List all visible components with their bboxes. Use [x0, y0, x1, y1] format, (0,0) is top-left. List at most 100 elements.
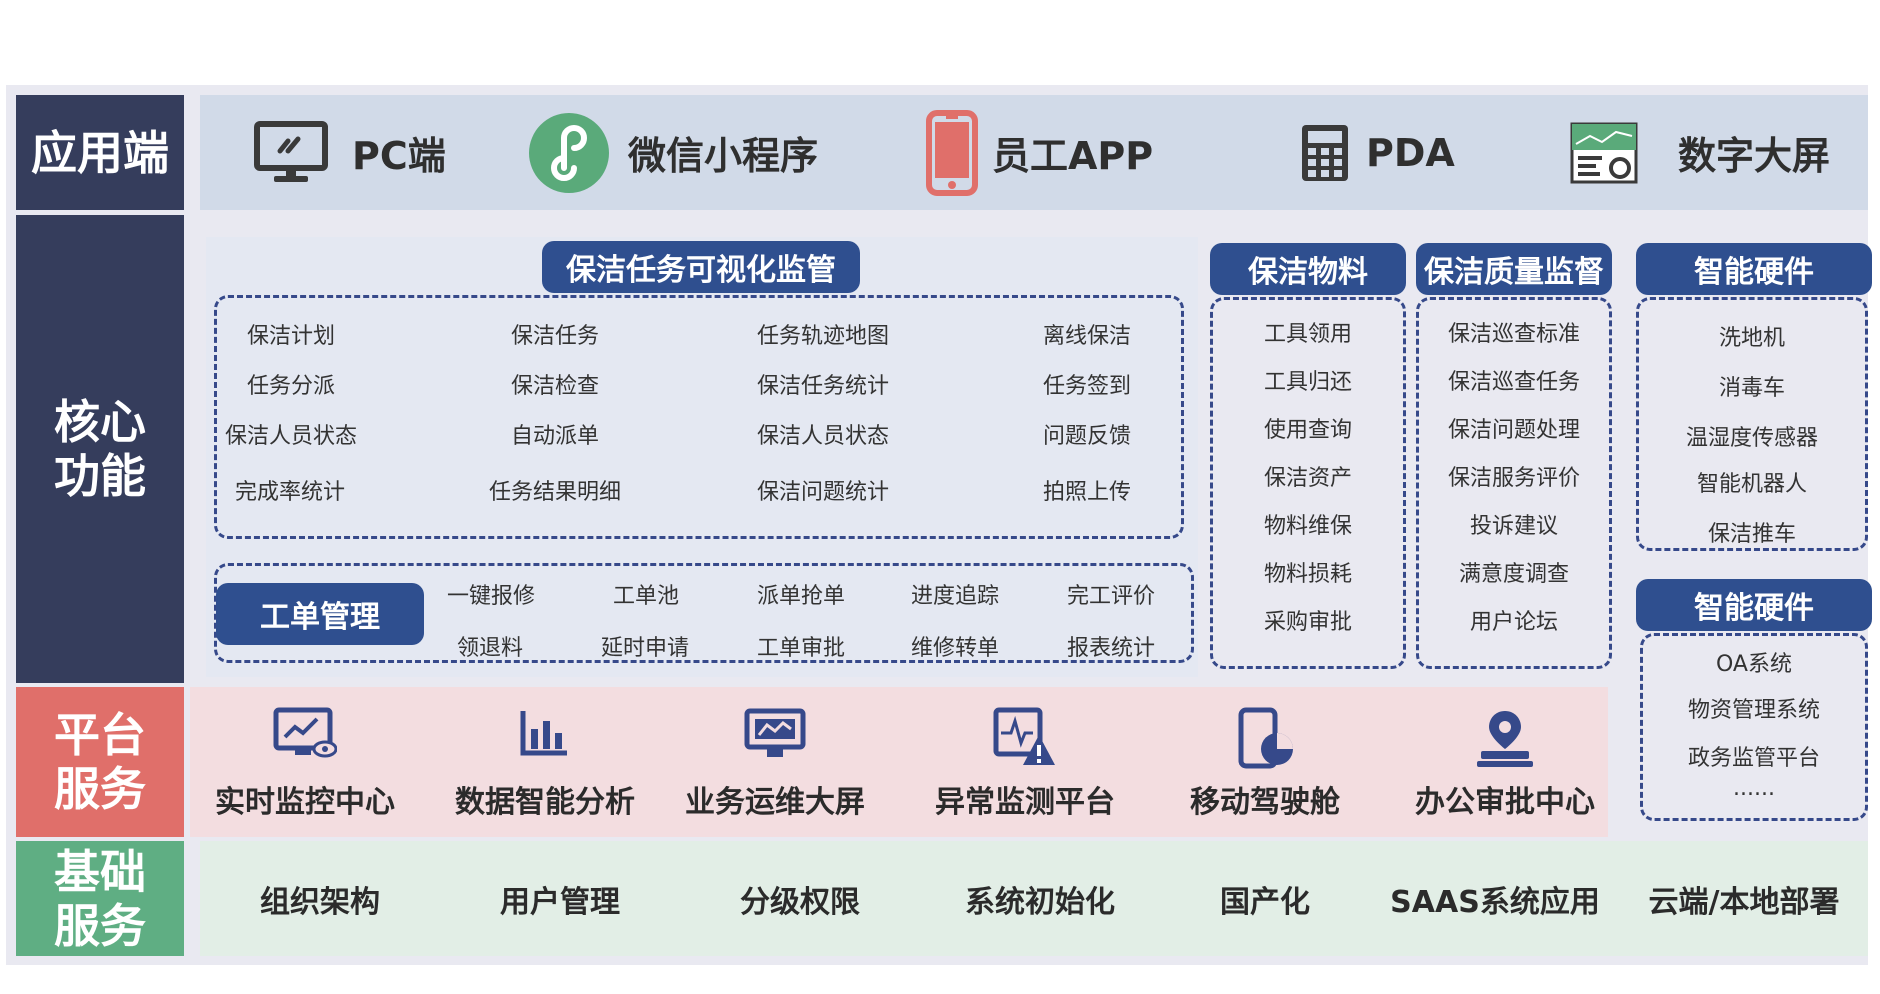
list-item: OA系统: [1716, 652, 1792, 677]
work-order-title-text: 工单管理: [260, 600, 380, 635]
grid-item: 任务签到: [1043, 374, 1132, 399]
bar-chart-icon: [520, 711, 567, 756]
work-order-title: 工单管理: [216, 583, 424, 645]
grid-item: 一键报修: [447, 584, 536, 609]
list-item: ......: [1733, 776, 1775, 801]
sidebar-basic-services: 基础 服务: [16, 841, 184, 956]
platform-item-label: 异常监测平台: [935, 785, 1115, 820]
materials-title: 保洁物料: [1210, 243, 1406, 295]
sidebar-basic-label-2: 服务: [54, 898, 146, 953]
list-item: 物资管理系统: [1687, 698, 1820, 723]
grid-item: 报表统计: [1067, 636, 1156, 661]
grid-item: 拍照上传: [1043, 480, 1132, 505]
list-item: 采购审批: [1263, 610, 1352, 635]
quality-box: 保洁巡查标准 保洁巡查任务 保洁问题处理 保洁服务评价 投诉建议 满意度调查 用…: [1416, 297, 1612, 669]
endpoint-label: 微信小程序: [628, 134, 819, 178]
grid-item: 问题反馈: [1043, 424, 1132, 449]
endpoint-digital-screen: 数字大屏: [1570, 95, 1830, 210]
grid-item: 保洁任务: [511, 324, 600, 349]
list-item: 保洁资产: [1263, 466, 1352, 491]
endpoint-wechat-miniprogram: 微信小程序: [528, 95, 818, 210]
warning-monitor-icon: [993, 707, 1055, 765]
grid-item: 任务结果明细: [489, 480, 622, 505]
list-item: 洗地机: [1718, 326, 1785, 351]
mobile-pie-icon: [1238, 707, 1293, 769]
endpoint-staff-app: 员工APP: [926, 95, 1153, 210]
dashboard-screen-icon: [1570, 122, 1638, 183]
list-item: 保洁问题处理: [1447, 418, 1580, 443]
location-stamp-icon: [1477, 711, 1533, 767]
grid-item: 进度追踪: [911, 584, 1000, 609]
platform-services-row: 实时监控中心 数据智能分析 业务运维大屏: [190, 687, 1608, 837]
platform-item-label: 数据智能分析: [455, 785, 635, 820]
work-order-box: 一键报修 工单池 派单抢单 进度追踪 完工评价 领退料 延时申请 工单审批 维修…: [214, 563, 1194, 663]
grid-item: 工单审批: [757, 636, 846, 661]
list-item: 保洁巡查标准: [1447, 322, 1580, 347]
visual-monitor-title-text: 保洁任务可视化监管: [566, 253, 836, 288]
sidebar-basic-label-1: 基础: [54, 844, 146, 899]
basic-item: SAAS系统应用: [1390, 884, 1600, 920]
platform-item-realtime-monitor: 实时监控中心: [190, 687, 420, 837]
sidebar-app-end: 应用端: [16, 95, 184, 210]
architecture-diagram: 应用端 核心 功能 平台 服务 基础 服务 PC端 微信小程序: [6, 85, 1872, 965]
endpoint-label: 员工APP: [992, 134, 1154, 178]
list-item: 用户论坛: [1469, 610, 1558, 635]
grid-item: 任务分派: [247, 374, 336, 399]
monitor-chart-icon: [273, 707, 337, 758]
grid-item: 工单池: [613, 584, 680, 609]
platform-item-label: 业务运维大屏: [685, 785, 865, 820]
list-item: 工具归还: [1263, 370, 1352, 395]
hardware-title-text: 智能硬件: [1694, 255, 1814, 290]
grid-item: 维修转单: [911, 636, 1000, 661]
grid-item: 完工评价: [1067, 584, 1156, 609]
sidebar-platform-services: 平台 服务: [16, 687, 184, 837]
list-item: 工具领用: [1263, 322, 1352, 347]
platform-item-mobile-cockpit: 移动驾驶舱: [1150, 687, 1380, 837]
platform-item-label: 移动驾驶舱: [1190, 785, 1340, 820]
quality-title: 保洁质量监督: [1416, 243, 1612, 295]
hardware2-title-text: 智能硬件: [1694, 591, 1814, 626]
app-endpoints-row: PC端 微信小程序 员工APP: [200, 95, 1868, 210]
grid-item: 保洁人员状态: [757, 424, 890, 449]
sidebar-core-functions: 核心 功能: [16, 215, 184, 683]
visual-monitor-box: 保洁计划 保洁任务 任务轨迹地图 离线保洁 任务分派 保洁检查 保洁任务统计 任…: [214, 295, 1184, 539]
grid-item: 任务轨迹地图: [757, 324, 890, 349]
platform-item-label: 实时监控中心: [215, 785, 395, 820]
grid-item: 自动派单: [511, 424, 600, 449]
list-item: 满意度调查: [1458, 562, 1569, 587]
list-item: 使用查询: [1263, 418, 1352, 443]
list-item: 保洁巡查任务: [1447, 370, 1580, 395]
grid-item: 保洁任务统计: [757, 374, 890, 399]
endpoint-label: 数字大屏: [1678, 134, 1831, 178]
sidebar-app-end-label: 应用端: [31, 125, 169, 180]
endpoint-pc: PC端: [254, 95, 446, 210]
basic-item: 用户管理: [500, 884, 620, 920]
hardware-title: 智能硬件: [1636, 243, 1872, 295]
grid-item: 保洁问题统计: [757, 480, 890, 505]
list-item: 消毒车: [1718, 376, 1785, 401]
basic-item: 分级权限: [740, 884, 860, 920]
materials-title-text: 保洁物料: [1248, 255, 1368, 290]
hardware-box: 洗地机 消毒车 温湿度传感器 智能机器人 保洁推车: [1636, 297, 1868, 551]
endpoint-label: PDA: [1366, 130, 1455, 175]
sidebar-core-label-1: 核心: [54, 395, 146, 449]
platform-item-label: 办公审批中心: [1415, 785, 1595, 820]
endpoint-label: PC端: [352, 134, 446, 178]
grid-item: 派单抢单: [757, 584, 846, 609]
basic-item: 云端/本地部署: [1648, 884, 1840, 920]
basic-item: 国产化: [1220, 884, 1310, 920]
materials-box: 工具领用 工具归还 使用查询 保洁资产 物料维保 物料损耗 采购审批: [1210, 297, 1406, 669]
grid-item: 保洁人员状态: [225, 424, 358, 449]
list-item: 物料维保: [1263, 514, 1352, 539]
quality-title-text: 保洁质量监督: [1424, 255, 1604, 290]
platform-item-anomaly-monitor: 异常监测平台: [910, 687, 1140, 837]
list-item: 智能机器人: [1696, 472, 1807, 497]
sidebar-core-label-2: 功能: [54, 449, 146, 503]
list-item: 温湿度传感器: [1685, 426, 1818, 451]
basic-item: 组织架构: [260, 884, 380, 920]
platform-item-ops-screen: 业务运维大屏: [660, 687, 890, 837]
endpoint-pda: PDA: [1300, 95, 1455, 210]
sidebar-platform-label-1: 平台: [54, 708, 146, 762]
pda-device-icon: [1302, 124, 1348, 181]
basic-item: 系统初始化: [965, 884, 1115, 920]
